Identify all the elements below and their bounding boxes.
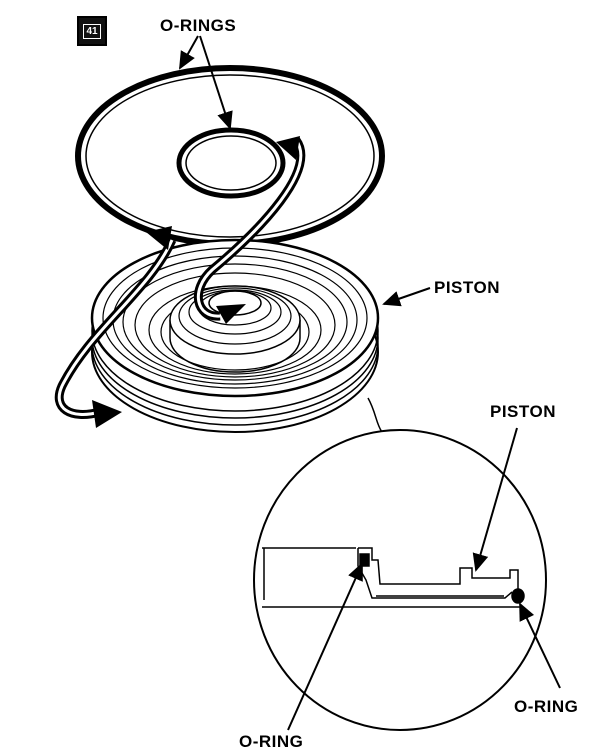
o-ring-bottom-label: O-RING [239,732,304,751]
small-o-ring-install-arrow [193,136,306,324]
detail-pointer-arrows [287,427,561,731]
o-rings-pointer-arrows [179,35,233,130]
piston-detail-label: PISTON [490,402,556,421]
large-o-ring [75,65,385,247]
detail-connector [367,397,383,433]
large-o-ring-install-arrow [54,226,177,428]
o-rings-label: O-RINGS [160,16,237,35]
piston-label: PISTON [434,278,500,297]
detail-circle [253,429,547,731]
piston-pointer-arrow [382,287,431,307]
o-ring-right-label: O-RING [514,697,579,716]
piston-body [90,238,380,433]
page-badge: 41 [77,16,107,46]
small-o-ring [176,127,286,199]
page-badge-text: 41 [83,23,101,39]
